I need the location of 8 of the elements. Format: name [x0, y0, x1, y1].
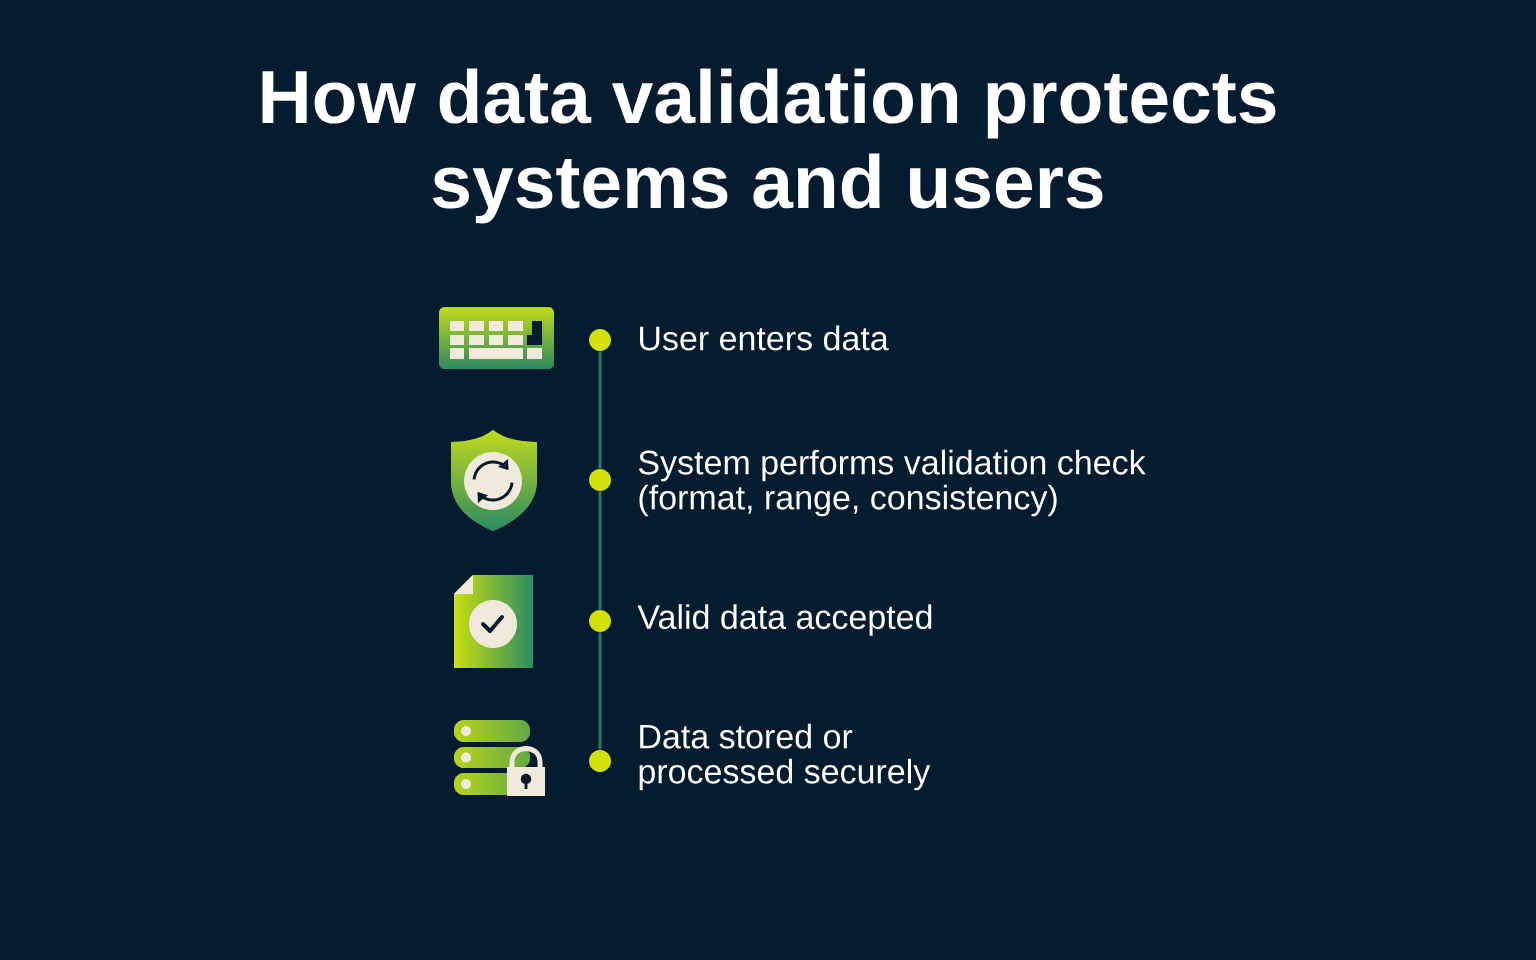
title: How data validation protects systems and users — [262, 68, 1276, 224]
timeline-line — [598, 351, 602, 469]
step-text: Data stored or processed securely — [639, 723, 931, 791]
step-text: User enters data — [640, 325, 889, 351]
timeline-line — [598, 632, 602, 750]
step-text: System performs validation check (format, range, consistency) — [638, 449, 1146, 517]
step-text: Valid data accepted — [637, 604, 932, 636]
timeline-line — [598, 491, 602, 610]
